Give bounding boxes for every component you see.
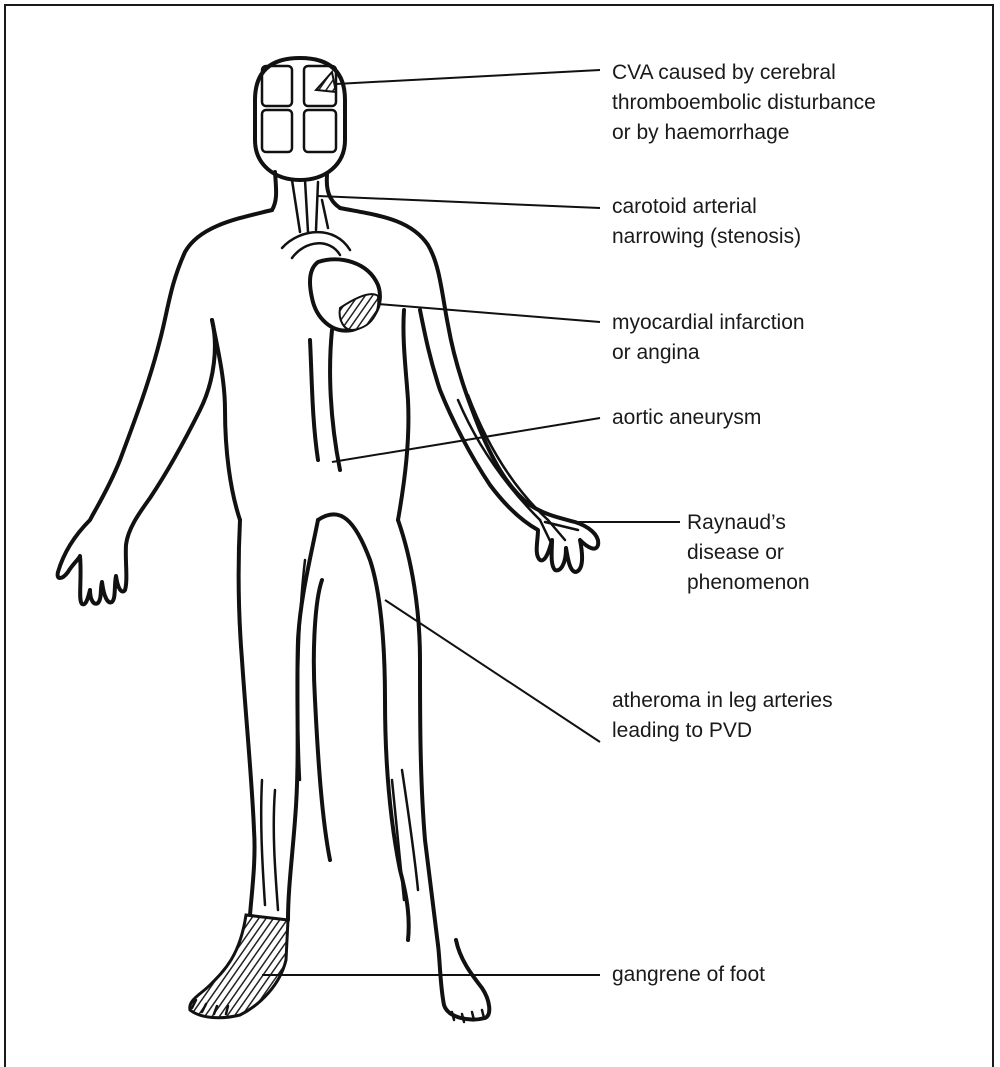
- left-foot-gangrene: [190, 915, 288, 1018]
- label-aortic: aortic aneurysm: [612, 403, 761, 433]
- heart: [310, 259, 380, 330]
- leader-carotid: [318, 196, 600, 208]
- label-myocardial-line-1: myocardial infarction: [612, 308, 805, 338]
- label-carotid: carotoid arterial narrowing (stenosis): [612, 192, 801, 252]
- neck: [272, 172, 340, 232]
- legs: [239, 514, 438, 945]
- label-myocardial: myocardial infarction or angina: [612, 308, 805, 368]
- head: [255, 58, 345, 180]
- torso: [58, 208, 599, 604]
- label-raynaud: Raynaud’s disease or phenomenon: [687, 508, 810, 598]
- right-foot: [438, 940, 489, 1022]
- label-carotid-line-2: narrowing (stenosis): [612, 222, 801, 252]
- label-cva: CVA caused by cerebral thromboembolic di…: [612, 58, 876, 148]
- label-atheroma-line-2: leading to PVD: [612, 716, 833, 746]
- label-cva-line-1: CVA caused by cerebral: [612, 58, 876, 88]
- label-atheroma-line-1: atheroma in leg arteries: [612, 686, 833, 716]
- label-raynaud-line-1: Raynaud’s: [687, 508, 810, 538]
- label-cva-line-2: thromboembolic disturbance: [612, 88, 876, 118]
- label-aortic-line-1: aortic aneurysm: [612, 403, 761, 433]
- label-gangrene-line-1: gangrene of foot: [612, 960, 765, 990]
- label-raynaud-line-2: disease or: [687, 538, 810, 568]
- leader-cva: [336, 70, 600, 84]
- label-cva-line-3: or by haemorrhage: [612, 118, 876, 148]
- label-gangrene: gangrene of foot: [612, 960, 765, 990]
- label-atheroma: atheroma in leg arteries leading to PVD: [612, 686, 833, 746]
- label-carotid-line-1: carotoid arterial: [612, 192, 801, 222]
- label-raynaud-line-3: phenomenon: [687, 568, 810, 598]
- leader-myocardial: [378, 304, 600, 322]
- heart-infarct: [340, 294, 379, 330]
- leader-aortic: [332, 418, 600, 462]
- brain-lesion: [316, 72, 336, 92]
- leader-atheroma: [385, 600, 600, 742]
- label-myocardial-line-2: or angina: [612, 338, 805, 368]
